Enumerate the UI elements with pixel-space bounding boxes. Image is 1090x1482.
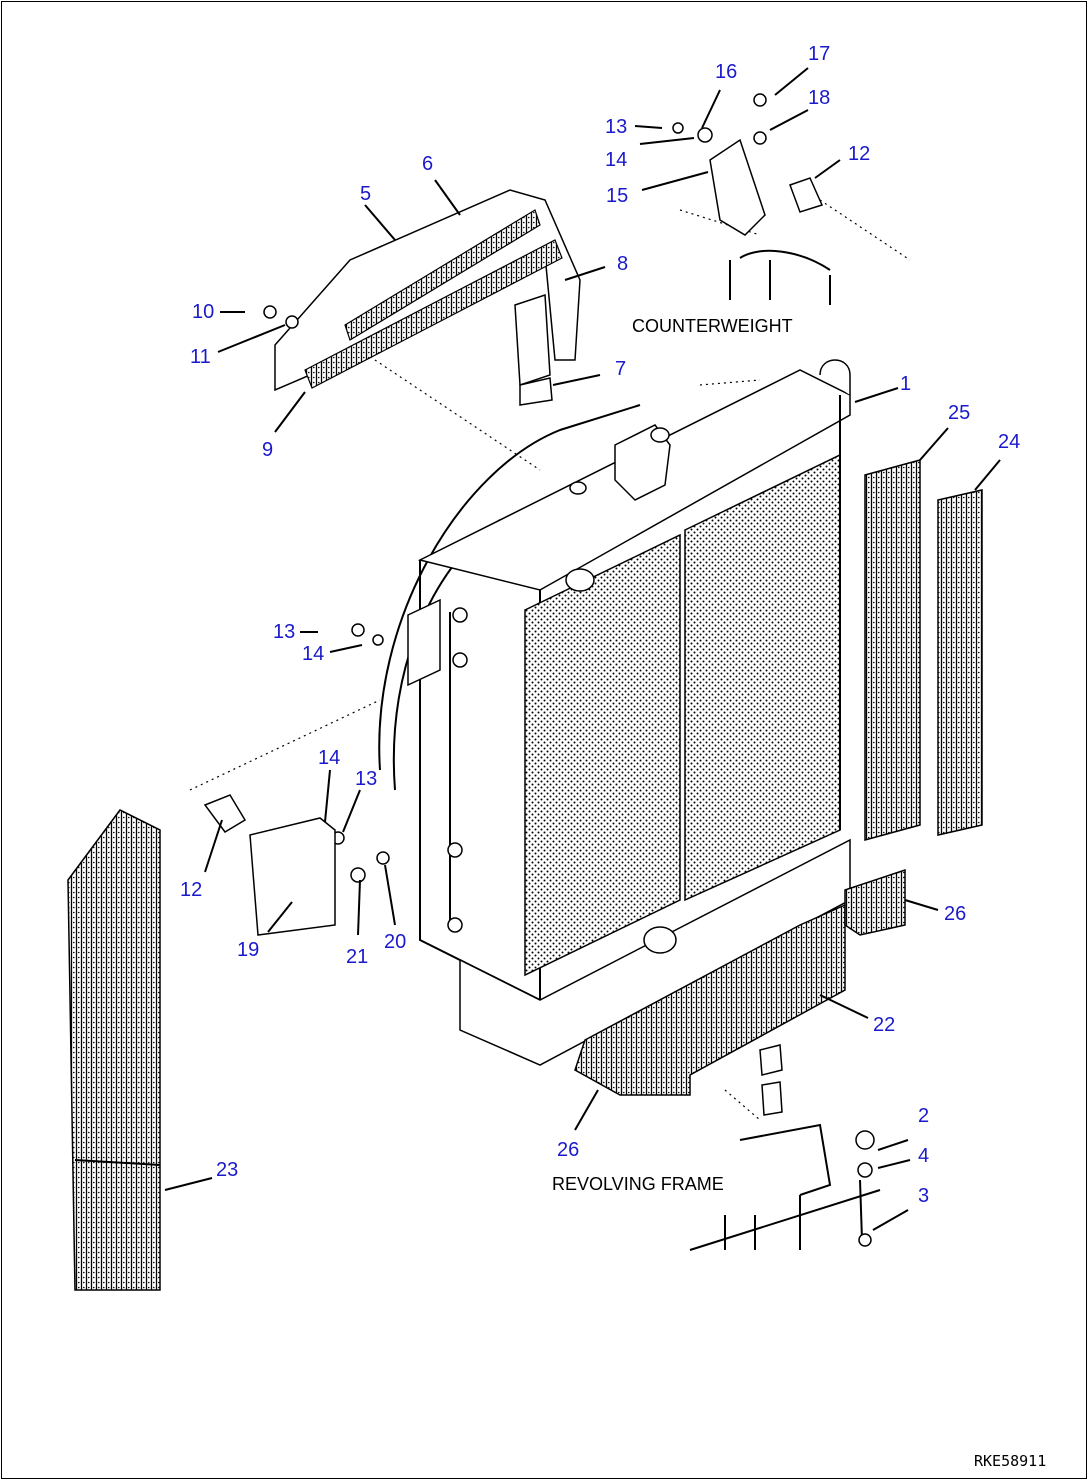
callout: 5 — [360, 183, 371, 205]
callout: 11 — [190, 346, 211, 368]
callout: 2 — [918, 1105, 929, 1127]
callout: 10 — [192, 301, 214, 323]
revolving-frame-label: REVOLVING FRAME — [552, 1174, 724, 1194]
callout: 13 — [273, 621, 295, 643]
callout: 18 — [808, 87, 830, 109]
callout: 6 — [422, 153, 433, 175]
callout: 14 — [605, 149, 627, 171]
callout: 19 — [237, 939, 259, 961]
callout: 26 — [944, 903, 966, 925]
callout: 14 — [318, 747, 340, 769]
radiator-core — [378, 359, 851, 1066]
callout: 22 — [873, 1014, 895, 1036]
callout: 16 — [715, 61, 737, 83]
hardware-parts — [203, 93, 881, 1251]
revolving-frame-support — [574, 903, 846, 1096]
callout: 7 — [615, 358, 626, 380]
upper-stay — [274, 189, 581, 406]
callout: 14 — [302, 643, 324, 665]
callout: 12 — [848, 143, 870, 165]
callout: 23 — [216, 1159, 238, 1181]
callout: 15 — [606, 185, 628, 207]
seal-24 — [937, 489, 983, 836]
callout: 24 — [998, 431, 1020, 453]
callout: 17 — [808, 43, 830, 65]
callout-numbers: 1 2 3 4 5 6 7 8 9 10 11 12 12 13 13 13 1… — [180, 43, 1020, 1207]
callout: 4 — [918, 1145, 929, 1167]
callout: 20 — [384, 931, 406, 953]
callout: 9 — [262, 439, 273, 461]
callout: 26 — [557, 1139, 579, 1161]
callout: 13 — [605, 116, 627, 138]
callout: 1 — [900, 373, 911, 395]
leader-lines — [164, 67, 1001, 1231]
seal-block-26-right — [844, 868, 906, 936]
seal-25 — [864, 459, 921, 841]
counterweight-label: COUNTERWEIGHT — [632, 316, 793, 336]
callout: 12 — [180, 879, 202, 901]
seal-23 — [67, 809, 161, 1291]
callout: 25 — [948, 402, 970, 424]
callout: 13 — [355, 768, 377, 790]
callout: 3 — [918, 1185, 929, 1207]
callout: 8 — [617, 253, 628, 275]
drawing-code: RKE58911 — [974, 1452, 1046, 1470]
callout: 21 — [346, 946, 368, 968]
